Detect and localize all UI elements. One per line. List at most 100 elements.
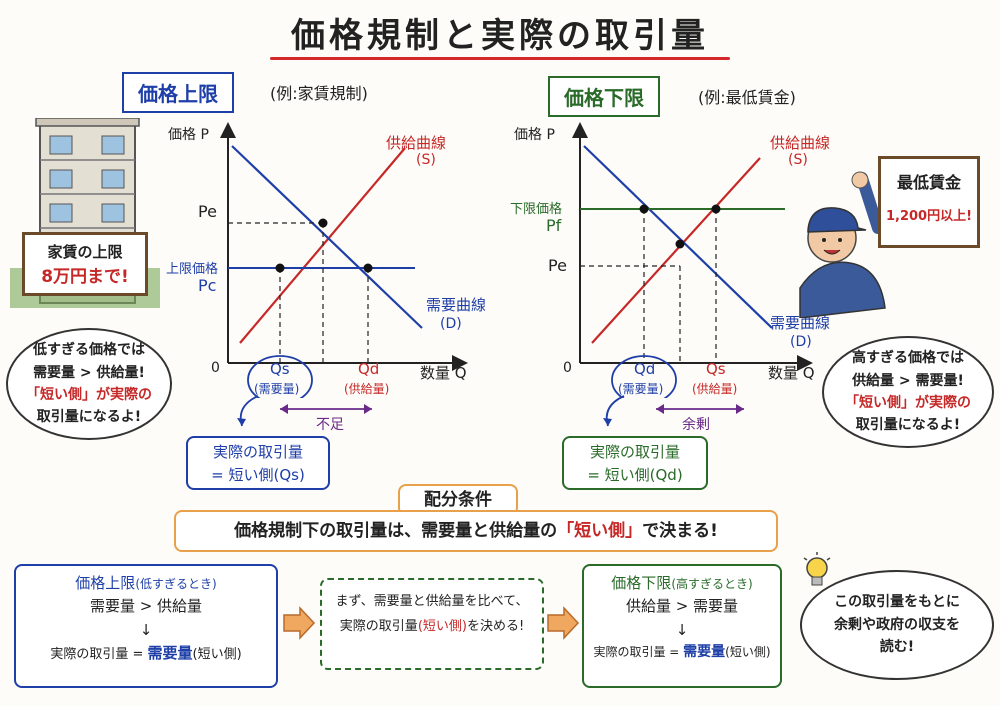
ceiling-bubble-line2: 需要量 > 供給量! [33, 364, 145, 381]
ceiling-summary-note: (低すぎるとき) [135, 577, 217, 591]
floor-summary-arrow: ↓ [675, 620, 689, 639]
ceiling-result-box: 実際の取引量 = 短い側(Qs) [186, 436, 330, 490]
floor-heading: 価格下限 [548, 76, 660, 117]
floor-result-line1: 実際の取引量 [589, 443, 680, 461]
floor-summary-line1: 供給量 > 需要量 [625, 597, 739, 616]
right-supply-symbol: (S) [788, 152, 808, 168]
left-supply-label: 供給曲線 [386, 134, 447, 152]
ceiling-speech-bubble: 低すぎる価格では 需要量 > 供給量! 「短い側」が実際の 取引量になるよ! [6, 328, 172, 440]
pf-label: Pf [546, 216, 562, 235]
left-demand-symbol: (D) [440, 316, 462, 332]
demand-at-ceiling-point [363, 263, 373, 273]
flow-arrow-2 [547, 606, 580, 640]
allocation-rule-box: 価格規制下の取引量は、需要量と供給量の「短い側」で決まる! [174, 510, 778, 552]
shortage-arrow [280, 404, 372, 414]
left-supply-symbol: (S) [416, 152, 436, 168]
floor-summary-box: 価格下限(高すぎるとき) 供給量 > 需要量 ↓ 実際の取引量 = 需要量(短い… [582, 564, 782, 688]
ceiling-summary-arrow: ↓ [139, 620, 153, 639]
supply-at-ceiling-point [275, 263, 285, 273]
price-floor-chart [572, 122, 813, 398]
rule-text-after: で決まる! [642, 521, 718, 541]
method-box: まず、需要量と供給量を比べて、 実際の取引量(短い側)を決める! [320, 578, 544, 670]
surplus-arrow [656, 404, 744, 414]
demand-curve [231, 145, 423, 329]
left-pe-label: Pe [198, 202, 217, 221]
rent-sign-line1: 家賃の上限 [47, 243, 123, 261]
floor-bubble-line3: 「短い側」が実際の [845, 395, 971, 411]
equilibrium-point [318, 218, 328, 228]
lightbulb-icon [803, 552, 831, 586]
demand-at-floor-point [639, 204, 649, 214]
ceiling-bubble-line1: 低すぎる価格では [33, 342, 145, 359]
min-wage-sign: 最低賃金 1,200円以上! [878, 156, 980, 248]
tip-line3: 読む! [879, 639, 915, 656]
ceiling-result-line1: 実際の取引量 [212, 443, 303, 461]
ceiling-result-line2: = 短い側(Qs) [211, 466, 305, 485]
right-axis-x-label: 数量 Q [768, 364, 815, 382]
left-axis-x-label: 数量 Q [420, 364, 467, 382]
right-pe-label: Pe [548, 256, 567, 275]
ceiling-summary-line3-pre: 実際の取引量 = [50, 646, 144, 662]
ceiling-summary-box: 価格上限(低すぎるとき) 需要量 > 供給量 ↓ 実際の取引量 = 需要量(短い… [14, 564, 278, 688]
ceiling-price-label: 上限価格 [166, 262, 219, 277]
flow-arrow-1 [283, 606, 316, 640]
tip-bubble: この取引量をもとに 余剰や政府の収支を 読む! [800, 570, 994, 680]
left-demand-label: 需要曲線 [426, 296, 487, 314]
floor-summary-title: 価格下限 [611, 574, 672, 592]
right-demand-symbol: (D) [790, 334, 812, 350]
right-demand-label: 需要曲線 [770, 314, 831, 332]
left-qs-note: (需要量) [254, 382, 300, 396]
tip-line1: この取引量をもとに [834, 594, 960, 611]
ceiling-summary-line3-note: (短い側) [192, 646, 242, 662]
qs-highlight-circle [247, 355, 313, 398]
floor-result-line2: = 短い側(Qd) [587, 466, 683, 485]
rule-text-before: 価格規制下の取引量は、需要量と供給量の [234, 521, 558, 541]
right-qd-label: Qd [634, 360, 656, 378]
floor-bubble-line4: 取引量になるよ! [855, 417, 961, 434]
price-ceiling-chart [220, 122, 468, 398]
right-qs-note: (供給量) [692, 382, 738, 396]
title-underline [270, 57, 730, 60]
supply-at-floor-point [711, 204, 721, 214]
ceiling-heading: 価格上限 [122, 72, 234, 113]
pc-label: Pc [198, 276, 217, 295]
ceiling-bubble-line4: 取引量になるよ! [36, 409, 142, 426]
right-origin: 0 [563, 360, 572, 376]
shortage-label: 不足 [316, 417, 344, 433]
floor-bubble-line2: 供給量 > 需要量! [852, 372, 964, 389]
floor-price-label: 下限価格 [510, 202, 563, 217]
page-title: 価格規制と実際の取引量 [291, 16, 709, 56]
demand-curve [583, 145, 773, 329]
tip-line2: 余剰や政府の収支を [834, 616, 960, 633]
method-line2-pre: 実際の取引量 [339, 618, 418, 634]
supply-curve [591, 157, 761, 344]
floor-bubble-line1: 高すぎる価格では [852, 350, 964, 367]
worker-illustration [799, 171, 886, 318]
method-line2-val: (短い側) [417, 618, 467, 634]
left-qs-label: Qs [270, 360, 290, 378]
wage-sign-line2: 1,200円以上! [885, 209, 973, 224]
left-origin: 0 [211, 360, 220, 376]
ceiling-summary-line1: 需要量 > 供給量 [89, 597, 203, 616]
method-line2-post: を決める! [466, 618, 525, 634]
ceiling-bubble-line3: 「短い側」が実際の [26, 387, 152, 403]
floor-result-box: 実際の取引量 = 短い側(Qd) [562, 436, 708, 490]
qd-highlight-circle [611, 355, 677, 398]
right-qd-note: (需要量) [618, 382, 664, 396]
floor-summary-note: (高すぎるとき) [671, 577, 753, 591]
rule-text-highlight: 「短い側」 [557, 521, 643, 541]
left-axis-y-label: 価格 P [168, 127, 209, 143]
floor-summary-line3-val: 需要量 [683, 643, 726, 660]
left-qd-label: Qd [358, 360, 380, 378]
equilibrium-point [675, 239, 685, 249]
floor-example: (例:最低賃金) [698, 88, 796, 107]
surplus-label: 余剰 [682, 417, 710, 433]
ceiling-summary-line3-val: 需要量 [147, 643, 193, 662]
right-pointer-arrow [603, 395, 625, 427]
rent-sign-line2: 8万円まで! [41, 267, 129, 287]
right-supply-label: 供給曲線 [770, 134, 831, 152]
floor-summary-line3-note: (短い側) [725, 644, 771, 659]
left-pointer-arrow [237, 395, 259, 427]
ceiling-summary-title: 価格上限 [75, 574, 136, 592]
right-axis-y-label: 価格 P [514, 127, 555, 143]
